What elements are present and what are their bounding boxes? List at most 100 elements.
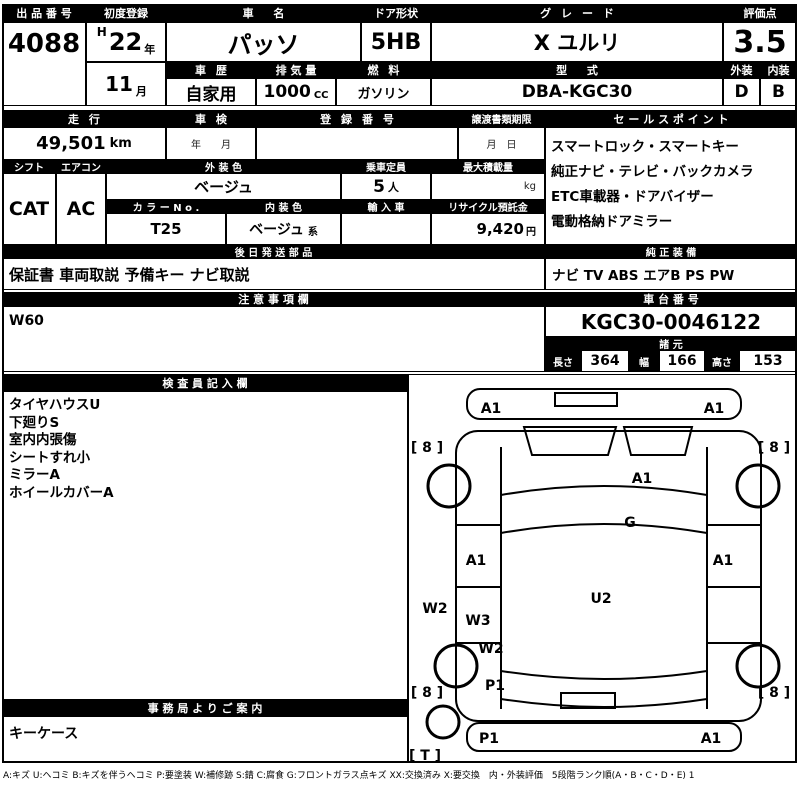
car-name: パッソ [166, 22, 361, 62]
rear-bumper [466, 722, 742, 752]
damage-mark: A1 [480, 401, 502, 417]
import-label: 輸入車 [341, 200, 431, 213]
sales-points: スマートロック・スマートキー 純正ナビ・テレビ・バックカメラ ETC車載器・ドア… [545, 127, 797, 245]
trunk-edge [500, 698, 708, 708]
ext-color-label: 外装色 [106, 160, 341, 173]
equipment-value: ナビ TV ABS エアB PS PW [545, 258, 797, 290]
inspection-hint: 年 月 [191, 140, 231, 151]
int-color-cell: ベージュ 系 [226, 213, 341, 245]
left-headlight [522, 426, 618, 456]
transfer-cell: 月 日 [458, 127, 545, 160]
damage-mark: W3 [465, 613, 491, 629]
recycle-amount: 9,420 [476, 220, 524, 238]
score-label: 評価点 [723, 4, 797, 22]
damage-mark: P1 [484, 678, 506, 694]
length-label: 長さ [545, 350, 581, 372]
maxload-label: 最大積載量 [431, 160, 545, 173]
ext-color: ベージュ [106, 173, 341, 200]
displacement-unit: CC [313, 90, 329, 101]
mileage: 49,501 [36, 133, 106, 154]
damage-mark: A1 [712, 553, 734, 569]
recycle-label: リサイクル預託金 [431, 200, 545, 213]
int-color-label: 内装色 [226, 200, 341, 213]
chassis-label: 車台番号 [545, 292, 797, 306]
recycle-unit: 円 [526, 227, 536, 238]
month-suffix: 月 [135, 85, 147, 98]
damage-mark: [ T ] [408, 748, 442, 764]
length-value: 364 [581, 350, 629, 372]
front-bumper [466, 388, 742, 420]
era-mark: H [96, 25, 107, 39]
wheel-front-right [735, 463, 781, 509]
office-label: 事務局よりご案内 [2, 700, 408, 716]
caution-label: 注意事項欄 [2, 292, 545, 306]
grade-label: グレード [431, 4, 723, 22]
capacity-cell: 5 人 [341, 173, 431, 200]
wheel-rear-left [433, 643, 479, 689]
damage-mark: A1 [465, 553, 487, 569]
equipment-label: 純正装備 [545, 245, 797, 258]
parts-value: 保証書 車両取説 予備キー ナビ取説 [2, 258, 545, 290]
displacement: 1000 [263, 82, 311, 102]
int-color-suffix: 系 [307, 227, 318, 238]
right-headlight [622, 426, 694, 456]
front-plate [554, 392, 618, 407]
capacity: 5 [373, 176, 385, 197]
interior-grade: B [760, 78, 797, 106]
auction-no-label: 出品番号 [2, 4, 86, 22]
model-label: 型式 [431, 62, 723, 78]
color-no-label: カラーNo. [106, 200, 226, 213]
damage-mark: A1 [631, 471, 653, 487]
inspector-label: 検査員記入欄 [2, 374, 408, 391]
shift-label: シフト [2, 160, 56, 173]
maxload-unit: kg [523, 181, 536, 192]
score: 3.5 [723, 22, 797, 62]
import-cell [341, 213, 431, 245]
reg-month: 11 [105, 72, 133, 96]
rear-plate [560, 692, 616, 709]
damage-mark: A1 [703, 401, 725, 417]
history-label: 車歴 [166, 62, 256, 78]
sales-label: セールスポイント [545, 110, 797, 127]
rear-window-edge [500, 670, 708, 680]
int-color: ベージュ [249, 222, 304, 238]
mileage-cell: 49,501 km [2, 127, 166, 160]
damage-mark: W2 [478, 641, 504, 657]
wheel-rear-right [735, 643, 781, 689]
height-label: 高さ [705, 350, 739, 372]
grade: X ユルリ [431, 22, 723, 62]
shift: CAT [2, 173, 56, 245]
year-suffix: 年 [144, 43, 156, 56]
office-value: キーケース [2, 716, 408, 763]
door-label: ドア形状 [361, 4, 431, 22]
regno-cell [256, 127, 458, 160]
damage-mark: P1 [478, 731, 500, 747]
fuel: ガソリン [336, 78, 431, 106]
parts-label: 後日発送部品 [2, 245, 545, 258]
spare-tire [425, 704, 461, 740]
chassis-no: KGC30-0046122 [545, 306, 797, 337]
damage-mark: [ 8 ] [757, 440, 791, 456]
displacement-cell: 1000 CC [256, 78, 336, 106]
mileage-unit: km [109, 136, 132, 151]
first-reg-label: 初度登録 [86, 4, 166, 22]
hood-rear-edge [500, 485, 708, 496]
exterior-label: 外装 [723, 62, 760, 78]
recycle-cell: 9,420 円 [431, 213, 545, 245]
first-reg-year-cell: H 22 年 [86, 22, 166, 62]
specs-label: 諸元 [545, 337, 797, 350]
caution-value: W60 [2, 306, 545, 372]
exterior-grade: D [723, 78, 760, 106]
damage-mark: U2 [590, 591, 612, 607]
fuel-label: 燃料 [336, 62, 431, 78]
transfer-label: 譲渡書類期限 [458, 110, 545, 127]
damage-mark: A1 [700, 731, 722, 747]
maxload-cell: kg [431, 173, 545, 200]
mileage-label: 走行 [2, 110, 166, 127]
inspection-cell: 年 月 [166, 127, 256, 160]
history: 自家用 [166, 78, 256, 106]
model-code: DBA-KGC30 [431, 78, 723, 106]
door-shape: 5HB [361, 22, 431, 62]
